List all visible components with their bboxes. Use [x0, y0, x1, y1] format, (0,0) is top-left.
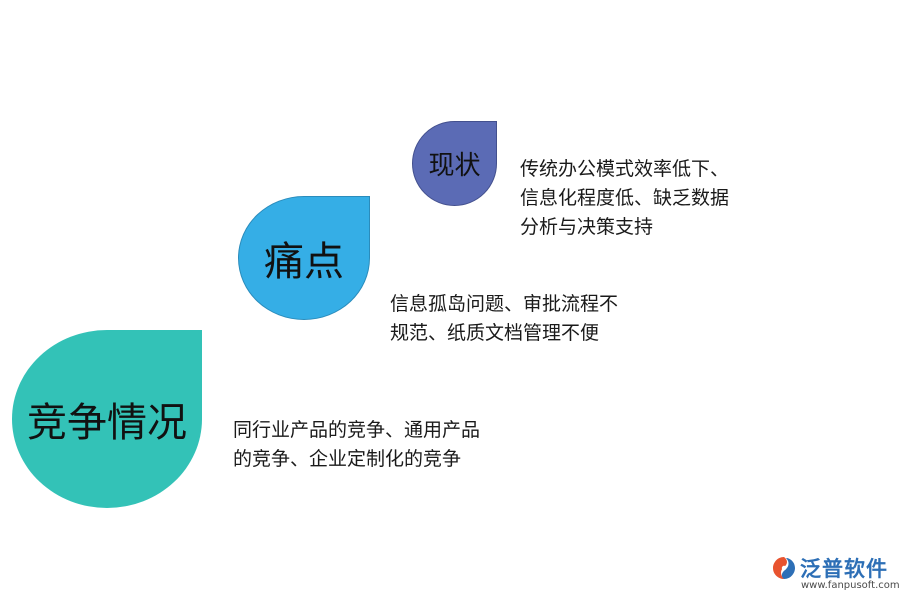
logo-name: 泛普软件 — [800, 557, 888, 581]
competition-title: 竞争情况 — [27, 400, 187, 446]
status-description: 传统办公模式效率低下、 信息化程度低、缺乏数据 分析与决策支持 — [520, 158, 730, 238]
pain-points-drop: 痛点 — [238, 196, 370, 320]
pain-points-description: 信息孤岛问题、审批流程不 规范、纸质文档管理不便 — [390, 293, 619, 344]
pain-points-title: 痛点 — [264, 239, 344, 285]
fanpu-logo-icon — [773, 557, 795, 579]
fanpu-logo: 泛普软件 www.fanpusoft.com — [768, 551, 900, 596]
competition-drop: 竞争情况 — [12, 330, 202, 508]
status-title: 现状 — [428, 151, 481, 181]
status-drop: 现状 — [412, 121, 497, 206]
competition-description: 同行业产品的竞争、通用产品 的竞争、企业定制化的竞争 — [233, 419, 481, 470]
logo-url: www.fanpusoft.com — [801, 580, 900, 591]
